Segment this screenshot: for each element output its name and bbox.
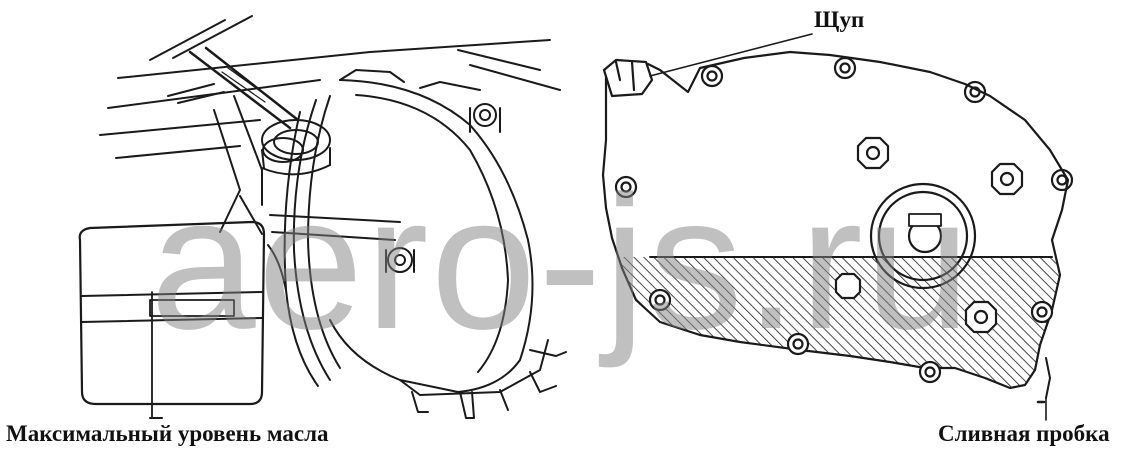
side-cover-view [601,33,1074,421]
dipstick-leader-line [649,33,813,77]
max-oil-level-label: Максимальный уровень масла [6,421,329,446]
cover-bolts [614,56,1074,384]
dipstick-label: Щуп [814,7,865,32]
engine-side-view [78,15,567,419]
drain-plug-label: Сливная пробка [938,421,1110,446]
cover-outline [601,50,1070,390]
